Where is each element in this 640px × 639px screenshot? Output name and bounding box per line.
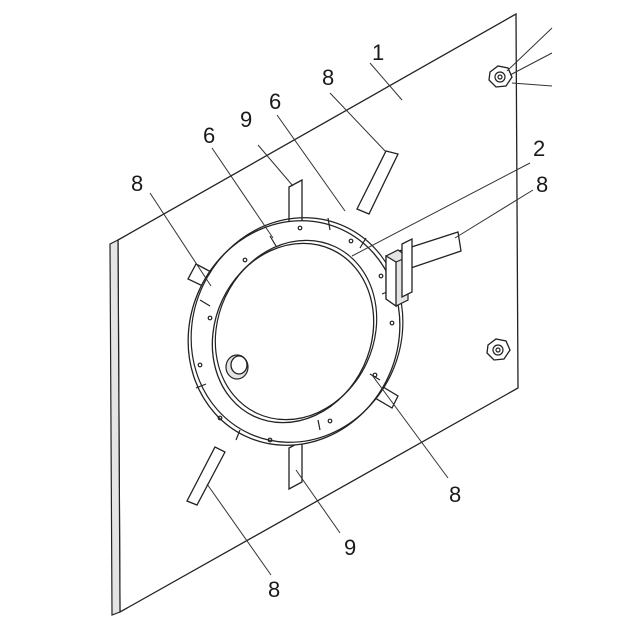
arm-bottom-left — [186, 446, 226, 506]
bolt-lower — [486, 338, 511, 361]
inner-disc-edge — [214, 239, 378, 421]
ring-segment-gaps — [195, 217, 393, 441]
disc-knob — [225, 354, 249, 380]
inner-disc — [211, 242, 375, 424]
label-8-right: 8 — [536, 172, 548, 197]
label-8-lower-right: 8 — [449, 482, 461, 507]
arm-top-right — [356, 150, 399, 215]
clamp-block — [385, 237, 413, 308]
mounting-plate-edge — [109, 239, 121, 616]
label-8-bottom: 8 — [268, 577, 280, 602]
ring-holes — [197, 225, 395, 443]
label-6-left: 6 — [203, 123, 215, 148]
label-9-bottom: 9 — [344, 535, 356, 560]
outer-ring-back — [190, 217, 404, 443]
label-6-top: 6 — [269, 89, 281, 114]
tab-bottom — [288, 439, 303, 491]
bolt-upper — [488, 65, 513, 88]
label-1: 1 — [372, 40, 384, 65]
label-8-top: 8 — [322, 65, 334, 90]
label-8-left: 8 — [131, 171, 143, 196]
label-2: 2 — [533, 136, 545, 161]
label-9-top: 9 — [240, 107, 252, 132]
